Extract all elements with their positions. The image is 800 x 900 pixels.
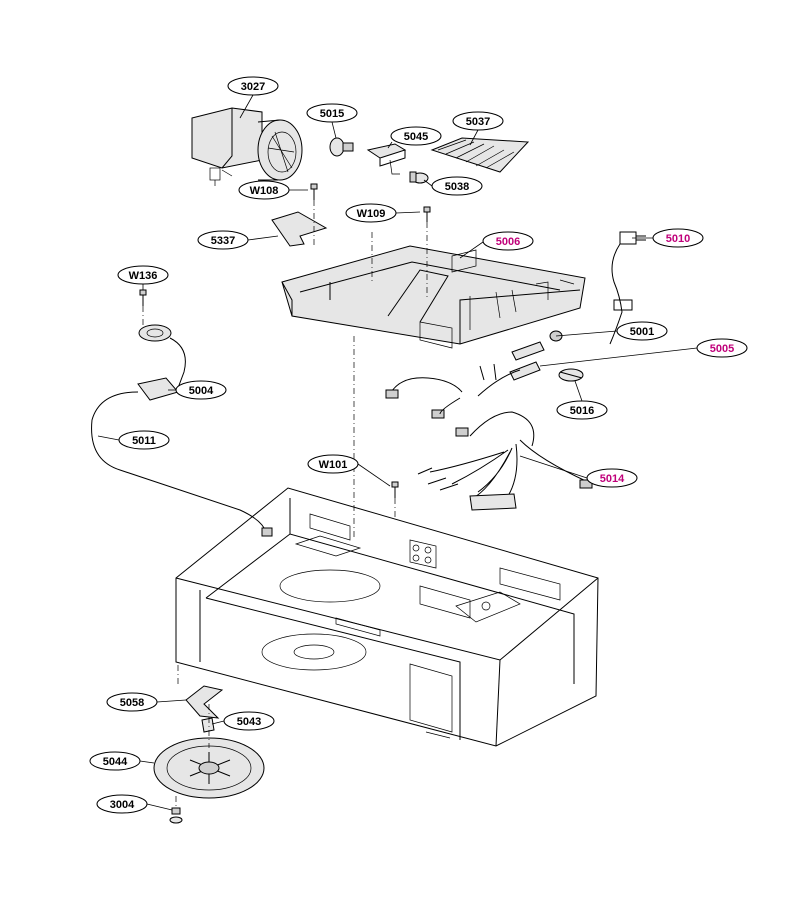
fuse-part: [509, 330, 563, 381]
callout-5044-label: 5044: [103, 756, 128, 768]
bracket-plate-part: [271, 211, 328, 247]
screw-w109-part: [423, 206, 431, 222]
screw-w101-part: [391, 481, 399, 498]
callout-W101-label: W101: [319, 459, 348, 471]
assembly-lines: [142, 200, 428, 808]
callout-5004-label: 5004: [189, 385, 214, 397]
callout-3027-label: 3027: [241, 81, 265, 93]
callout-3004: 3004: [96, 794, 148, 814]
callout-5043-label: 5043: [237, 716, 261, 728]
screw-w108-part: [310, 183, 318, 200]
callout-5016-label: 5016: [570, 405, 594, 417]
callout-W108-label: W108: [250, 185, 279, 197]
callout-5038-label: 5038: [445, 181, 469, 193]
callout-W136: W136: [117, 265, 169, 285]
callout-5337: 5337: [197, 230, 249, 250]
callout-5014-label: 5014: [600, 473, 625, 485]
oven-cavity-part: [175, 487, 599, 747]
callout-5043: 5043: [223, 711, 275, 731]
callout-5006: 5006: [482, 231, 534, 251]
callout-5015: 5015: [306, 103, 358, 123]
callout-W101: W101: [307, 454, 359, 474]
callout-5038: 5038: [431, 176, 483, 196]
callout-5045: 5045: [390, 126, 442, 146]
callout-5004: 5004: [175, 380, 227, 400]
callout-5001-label: 5001: [630, 326, 654, 338]
thermal-switch-part: [558, 368, 584, 382]
lamp-bulb-part: [329, 137, 354, 157]
callout-5015-label: 5015: [320, 108, 344, 120]
callout-5014: 5014: [586, 468, 638, 488]
callout-5016: 5016: [556, 400, 608, 420]
callout-5005-label: 5005: [710, 343, 734, 355]
callout-5058-label: 5058: [120, 697, 144, 709]
callout-5044: 5044: [89, 751, 141, 771]
blower-fan-part: [191, 107, 303, 186]
sensor-part: [91, 324, 273, 537]
callout-W109-label: W109: [357, 208, 386, 220]
power-cord-part: [609, 231, 646, 345]
top-plate-part: [281, 245, 586, 349]
callout-5011-label: 5011: [132, 435, 156, 447]
callout-5005: 5005: [696, 338, 748, 358]
screw-w136-part: [139, 289, 147, 306]
callout-5045-label: 5045: [404, 131, 428, 143]
callout-W109: W109: [345, 203, 397, 223]
callout-5001: 5001: [616, 321, 668, 341]
callout-5010-label: 5010: [666, 233, 690, 245]
callout-5037-label: 5037: [466, 116, 490, 128]
callout-5006-label: 5006: [496, 236, 520, 248]
callout-5058: 5058: [106, 692, 158, 712]
callout-5337-label: 5337: [211, 235, 235, 247]
callout-W108: W108: [238, 180, 290, 200]
turntable-motor-part: [153, 685, 265, 824]
wire-harness-part: [385, 363, 593, 511]
callout-3004-label: 3004: [110, 799, 135, 811]
callout-5010: 5010: [652, 228, 704, 248]
callout-W136-label: W136: [129, 270, 158, 282]
filter-part: [430, 137, 530, 173]
leader-lines: [97, 94, 698, 811]
lamp-socket-part: [366, 143, 407, 175]
callout-5011: 5011: [118, 430, 170, 450]
callout-5037: 5037: [452, 111, 504, 131]
callout-3027: 3027: [227, 76, 279, 96]
